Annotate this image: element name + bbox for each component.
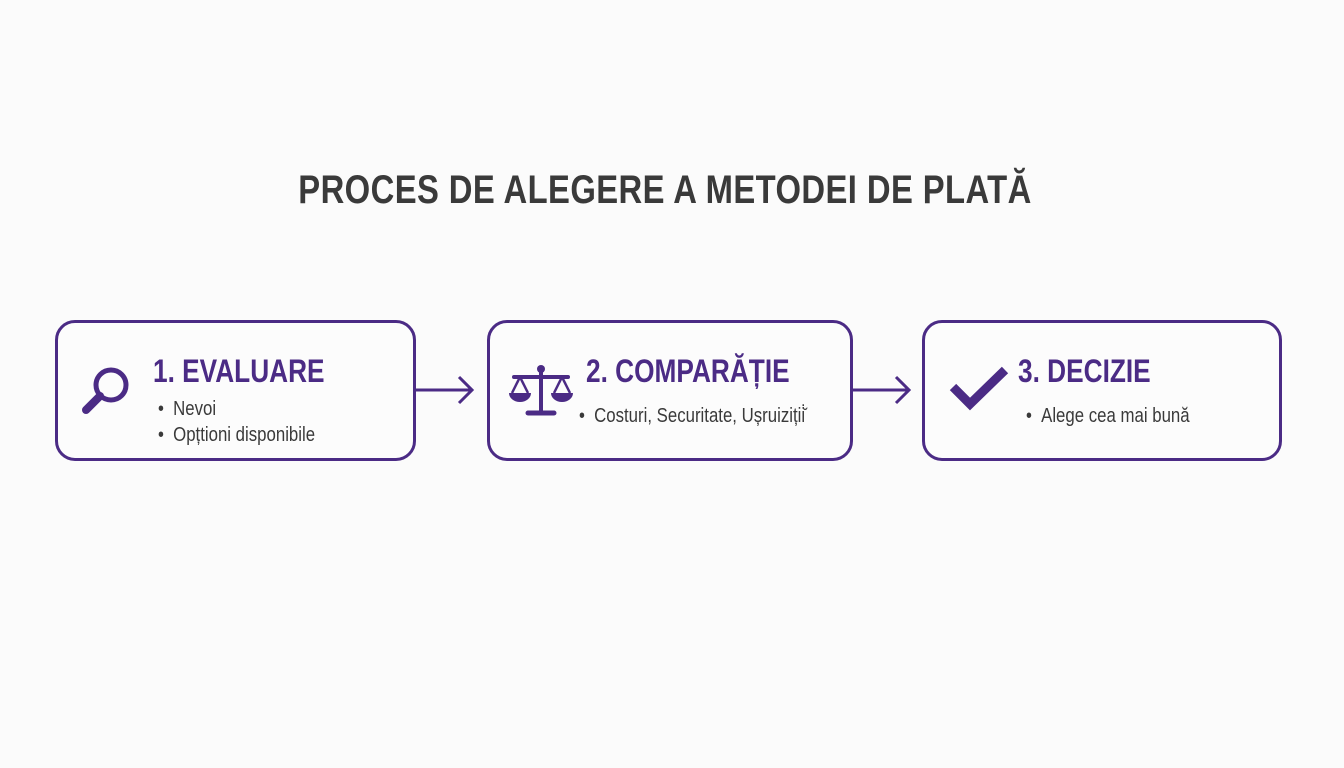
step-bullet-list: Costuri, Securitate, Ușruiziții̇̆: [579, 403, 805, 429]
magnifying-glass-icon: [78, 361, 138, 421]
step-heading: 1. EVALUARE: [153, 353, 325, 389]
balance-scale-icon: [508, 363, 574, 419]
diagram-title: PROCES DE ALEGERE A METODEI DE PLATĂ: [298, 168, 1032, 212]
step-comparatie: 2. COMPARĂȚIE Costuri, Securitate, Ușrui…: [487, 320, 853, 461]
step-bullet-list: Alege cea mai bună: [1026, 403, 1190, 429]
bullet-item: Nevoi: [158, 396, 315, 422]
bullet-item: Alege cea mai bună: [1026, 403, 1190, 429]
step-bullet-list: Nevoi Opțtioni disponibile: [158, 396, 315, 448]
step-heading: 3. DECIZIE: [1018, 353, 1151, 389]
bullet-item: Costuri, Securitate, Ușruiziții̇̆: [579, 403, 805, 429]
arrow-right-icon: [851, 374, 913, 406]
step-decizie: 3. DECIZIE Alege cea mai bună: [922, 320, 1282, 461]
arrow-right-icon: [414, 374, 476, 406]
bullet-item: Opțtioni disponibile: [158, 422, 315, 448]
checkmark-icon: [948, 363, 1010, 413]
step-heading: 2. COMPARĂȚIE: [586, 353, 790, 389]
step-evaluare: 1. EVALUARE Nevoi Opțtioni disponibile: [55, 320, 416, 461]
